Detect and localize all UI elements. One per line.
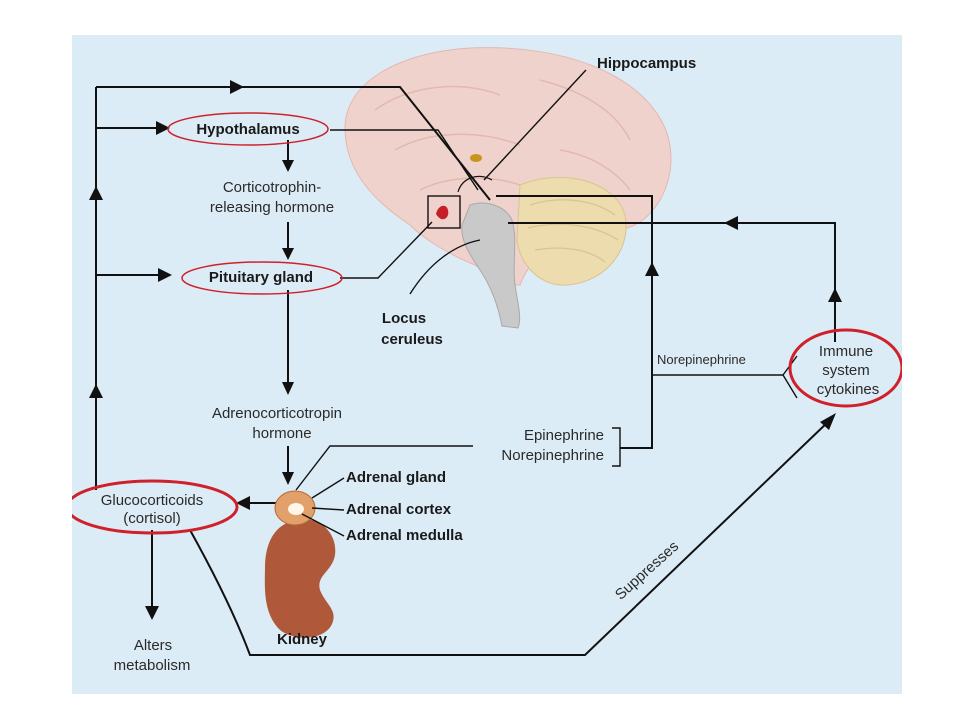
brain-illustration — [344, 47, 672, 329]
cerebellum — [516, 176, 627, 286]
label-locus-line1: Locus — [382, 310, 426, 327]
highlight-ring-pituitary — [181, 261, 343, 295]
label-hippocampus: Hippocampus — [597, 55, 696, 72]
arrowhead-glucocorticoids — [236, 496, 250, 510]
label-locus-line2: ceruleus — [381, 331, 443, 348]
locus-ceruleus-pointer — [409, 239, 481, 295]
label-immune-line2: system — [822, 362, 870, 379]
pituitary-connector — [340, 221, 433, 279]
brainstem — [461, 202, 521, 329]
highlight-ring-hypothalamus — [167, 112, 329, 146]
arrowhead-epinephrine-up — [645, 262, 659, 276]
arrowhead-pituitary-down — [282, 248, 294, 260]
label-crh-line1: Corticotrophin- — [223, 179, 321, 196]
hippocampus-pointer — [483, 69, 587, 181]
label-alters-line2: metabolism — [114, 657, 191, 674]
label-hypothalamus: Hypothalamus — [196, 121, 299, 138]
arrowhead-alters-metabolism — [145, 606, 159, 620]
arrowhead-immune-left — [724, 216, 738, 230]
highlight-ring-glucocorticoids — [72, 479, 239, 535]
adrenal-medulla-core — [288, 503, 304, 515]
stress-response-diagram: Hippocampus Hypothalamus Corticotrophin-… — [72, 47, 902, 674]
kidney-shape — [264, 519, 336, 638]
adrenal-medulla-pointer — [301, 513, 345, 537]
label-alters-line1: Alters — [134, 637, 172, 654]
label-immune-line3: cytokines — [817, 381, 880, 398]
label-norepinephrine-side: Norepinephrine — [657, 352, 746, 367]
adrenal-gland-pointer — [311, 477, 345, 499]
suppresses-line — [189, 419, 831, 656]
label-gluco-line2: (cortisol) — [123, 510, 181, 527]
hippocampus-dot — [470, 154, 482, 162]
arrowhead-up-upper — [89, 186, 103, 200]
arrowhead-right-top — [230, 80, 244, 94]
label-kidney: Kidney — [277, 631, 328, 648]
label-acth-line1: Adrenocorticotropin — [212, 405, 342, 422]
label-adrenal-medulla: Adrenal medulla — [346, 527, 463, 544]
cerebellum-fold — [527, 199, 619, 263]
arrowhead-pituitary — [158, 268, 172, 282]
arrowhead-up-lower — [89, 384, 103, 398]
immune-loop-line — [508, 222, 836, 342]
adrenal-medulla-epi-pointer — [295, 445, 473, 491]
locus-ceruleus-box — [427, 195, 461, 229]
adrenal-cortex-pointer — [311, 507, 345, 511]
arrowhead-adrenal — [282, 472, 294, 485]
highlight-ring-immune — [788, 328, 902, 408]
label-adrenal-cortex: Adrenal cortex — [346, 501, 452, 518]
kidney-adrenal-illustration — [264, 490, 336, 638]
arrowhead-hypothalamus — [156, 121, 170, 135]
label-adrenal-gland: Adrenal gland — [346, 469, 446, 486]
epinephrine-line — [496, 195, 653, 449]
label-acth-line2: hormone — [252, 425, 311, 442]
arrowhead-crh — [282, 160, 294, 172]
label-norepinephrine: Norepinephrine — [501, 447, 604, 464]
arrowhead-acth — [282, 382, 294, 395]
label-immune-line1: Immune — [819, 343, 873, 360]
brain-fold — [374, 79, 631, 191]
label-crh-line2: releasing hormone — [210, 199, 334, 216]
arrowhead-immune-up — [828, 288, 842, 302]
label-gluco-line1: Glucocorticoids — [101, 492, 204, 509]
diagram-panel: Hippocampus Hypothalamus Corticotrophin-… — [72, 35, 902, 694]
label-pituitary: Pituitary gland — [209, 269, 313, 286]
arrowhead-suppresses — [820, 413, 836, 430]
label-epinephrine: Epinephrine — [524, 427, 604, 444]
hypothalamus-connector — [330, 129, 479, 191]
epinephrine-bracket — [612, 427, 621, 467]
locus-ceruleus-dot — [436, 205, 449, 220]
